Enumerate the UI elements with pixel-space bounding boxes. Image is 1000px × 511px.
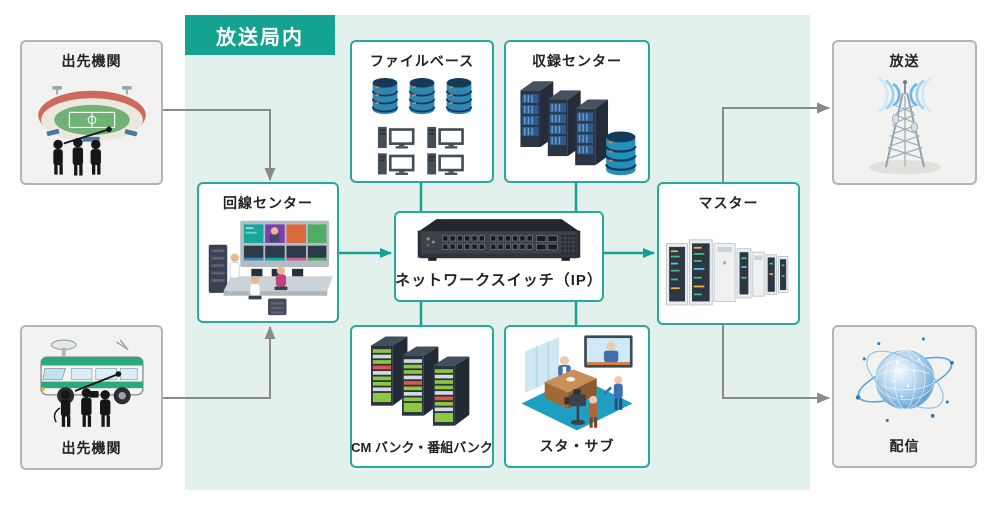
bank-racks-icon bbox=[371, 336, 470, 426]
tv-studio-icon bbox=[521, 334, 633, 430]
panel-title: 放送局内 bbox=[185, 15, 335, 55]
control-room-icon bbox=[208, 220, 333, 316]
node-label: 放送 bbox=[889, 53, 920, 69]
network-switch-icon bbox=[417, 219, 581, 261]
node-label: 配信 bbox=[889, 438, 920, 454]
relay-van-icon bbox=[39, 339, 144, 427]
globe-network-icon bbox=[855, 336, 954, 422]
node-master: マスター bbox=[657, 182, 800, 325]
node-field-office-bottom: 出先機関 bbox=[20, 325, 163, 470]
node-recording-center: 収録センター bbox=[504, 40, 650, 183]
node-label: 出先機関 bbox=[61, 53, 122, 69]
node-label: ネットワークスイッチ（IP） bbox=[395, 272, 603, 289]
node-label: ファイルベース bbox=[369, 53, 475, 69]
master-racks-icon bbox=[665, 239, 788, 306]
node-label: スタ・サブ bbox=[539, 438, 615, 454]
database-computers-icon bbox=[371, 77, 473, 175]
node-field-office-top: 出先機関 bbox=[20, 40, 163, 185]
node-broadcast: 放送 bbox=[832, 40, 977, 185]
antenna-tower-icon bbox=[868, 76, 941, 175]
node-network-switch: ネットワークスイッチ（IP） bbox=[394, 211, 604, 302]
node-file-base: ファイルベース bbox=[350, 40, 494, 183]
arrow-master-to-distribution bbox=[722, 325, 830, 404]
arrow-fieldtop-to-linecenter bbox=[163, 109, 276, 181]
node-line-center: 回線センター bbox=[197, 182, 339, 323]
node-label: 出先機関 bbox=[61, 440, 122, 456]
node-label: 収録センター bbox=[532, 53, 622, 69]
node-distribution: 配信 bbox=[832, 325, 977, 468]
node-cm-bank: CM バンク・番組バンク bbox=[350, 325, 494, 468]
arrow-master-to-broadcast bbox=[722, 102, 830, 182]
node-label: CM バンク・番組バンク bbox=[351, 440, 493, 455]
node-label: 回線センター bbox=[223, 195, 313, 211]
node-label: マスター bbox=[698, 195, 759, 211]
server-racks-db-icon bbox=[520, 81, 637, 176]
node-studio-sub: スタ・サブ bbox=[504, 325, 650, 468]
stadium-icon bbox=[37, 85, 146, 176]
arrow-fieldbottom-to-linecenter bbox=[163, 326, 276, 399]
